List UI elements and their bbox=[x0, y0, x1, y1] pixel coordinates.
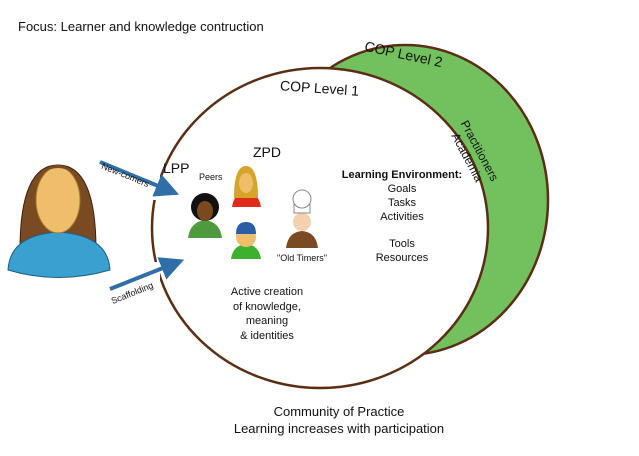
active-creation-line: Active creation bbox=[230, 286, 304, 298]
activities-item: Activities bbox=[380, 211, 424, 223]
peer-cap-icon bbox=[231, 222, 261, 259]
learner-avatar-icon bbox=[7, 164, 111, 278]
cop-level-1-circle bbox=[150, 66, 490, 390]
tasks-item: Tasks bbox=[387, 197, 417, 209]
zpd-label: ZPD bbox=[253, 144, 281, 160]
active-creation-line: meaning bbox=[245, 315, 289, 327]
newcomers-arrow bbox=[99, 160, 180, 197]
lpp-label: LPP bbox=[163, 160, 190, 176]
active-creation-line: of knowledge, bbox=[233, 300, 301, 313]
active-creation-line: & identities bbox=[240, 329, 294, 342]
goals-item: Goals bbox=[387, 183, 417, 195]
caption-subtitle: Learning increases with participation bbox=[233, 421, 445, 436]
peers-label: Peers bbox=[199, 172, 223, 182]
active-creation-text: Active creation of knowledge, meaning & … bbox=[217, 285, 317, 343]
peer-blonde-icon bbox=[232, 166, 261, 207]
scaffolding-arrow bbox=[109, 257, 185, 291]
old-timer-chef-icon bbox=[286, 189, 318, 248]
learning-environment-heading: Learning Environment: bbox=[341, 169, 463, 181]
resources-item: Resources bbox=[375, 252, 429, 264]
learning-environment: Learning Environment: Goals Tasks Activi… bbox=[334, 168, 470, 265]
peer-afro-icon bbox=[188, 193, 222, 238]
caption-title: Community of Practice bbox=[273, 404, 405, 419]
tools-item: Tools bbox=[389, 238, 415, 250]
caption: Community of Practice Learning increases… bbox=[219, 403, 459, 437]
focus-title: Focus: Learner and knowledge contruction bbox=[18, 19, 264, 34]
old-timers-label: "Old Timers" bbox=[277, 253, 327, 263]
